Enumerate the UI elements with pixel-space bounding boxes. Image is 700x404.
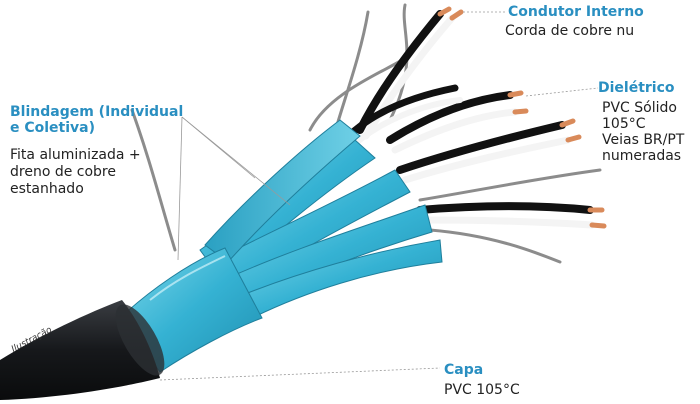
- drain-wire: [428, 228, 562, 264]
- leader-dieletrico: [525, 87, 599, 97]
- jacket-edge: [115, 304, 165, 376]
- white-wire: [421, 216, 596, 229]
- copper-tip: [512, 108, 529, 115]
- dieletrico-line: PVC Sólido: [602, 100, 677, 116]
- copper-tip: [449, 9, 464, 21]
- dieletrico-line: 105°C: [602, 116, 646, 132]
- leader-lines: [159, 11, 599, 381]
- leader-capa: [159, 367, 441, 381]
- black-wire: [416, 202, 594, 214]
- condutor-desc: Corda de cobre nu: [505, 23, 635, 39]
- foil-pair: [239, 239, 443, 319]
- black-wire: [396, 121, 566, 174]
- foil-pair: [204, 119, 361, 263]
- white-wire: [391, 108, 519, 154]
- blindagem-desc: estanhado: [10, 181, 84, 197]
- drain-wire: [130, 108, 177, 252]
- drain-wire: [418, 168, 602, 202]
- blindagem-desc: Fita aluminizada +: [10, 147, 141, 163]
- capa-desc: PVC 105°C: [444, 382, 520, 398]
- dieletrico-title: Dielétrico: [598, 80, 675, 96]
- dieletrico-line: Veias BR/PT: [602, 132, 685, 148]
- copper-tip: [437, 6, 452, 17]
- blindagem-title: e Coletiva): [10, 120, 96, 136]
- black-wire: [356, 10, 444, 134]
- dieletrico-line: numeradas: [602, 148, 682, 164]
- blindagem-desc: dreno de cobre: [10, 164, 116, 180]
- white-wire: [362, 14, 456, 140]
- capa-title: Capa: [444, 362, 484, 378]
- foil-highlight: [149, 255, 226, 301]
- copper-tip: [589, 222, 607, 229]
- condutor-title: Condutor Interno: [508, 4, 644, 20]
- blindagem-title: Blindagem (Individual: [10, 104, 184, 120]
- white-wire: [401, 136, 572, 184]
- shield-foils: [199, 119, 443, 319]
- copper-tip: [559, 118, 576, 128]
- copper-tip: [507, 90, 524, 98]
- leader-blindagem-c: [177, 116, 183, 261]
- copper-tip: [565, 134, 582, 143]
- leader-blindagem-b: [181, 116, 291, 206]
- black-wire: [386, 91, 514, 144]
